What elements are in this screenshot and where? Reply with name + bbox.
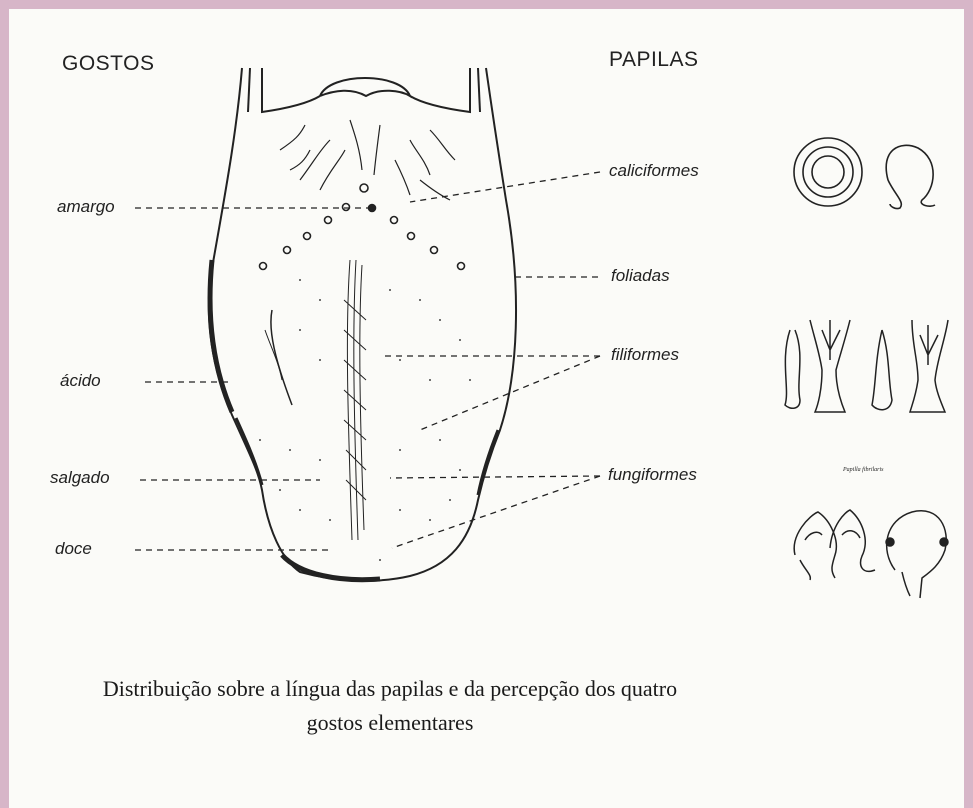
papilla-label-filiform: filiformes — [611, 345, 679, 365]
root-right — [478, 68, 480, 112]
caption-line-2: gostos elementares — [0, 706, 780, 740]
taste-leaders — [135, 208, 370, 550]
papilla-filiform-drawing — [785, 320, 948, 412]
papillae-leaders — [380, 172, 600, 548]
papilla-label-fungiform: fungiformes — [608, 465, 697, 485]
papillae-header: PAPILAS — [609, 48, 699, 72]
papilla-fungiform-drawing — [794, 510, 948, 598]
figure-caption: Distribuição sobre a língua das papilas … — [0, 672, 780, 740]
epiglottis-right — [410, 68, 470, 112]
tongue-outline — [209, 68, 516, 581]
tongue-dots — [259, 279, 471, 561]
caption-line-1: Distribuição sobre a língua das papilas … — [0, 672, 780, 706]
taste-label-sweet: doce — [55, 539, 92, 559]
epiglottis-left — [262, 68, 320, 112]
epiglottis — [320, 78, 410, 96]
papilla-tiny-caption: Papilla fibrilaris — [843, 467, 884, 473]
papilla-label-caliciform: caliciformes — [609, 161, 699, 181]
taste-label-salty: salgado — [50, 468, 110, 488]
root-left — [248, 68, 250, 112]
circumvallate-papillae — [260, 184, 465, 270]
taste-label-sour: ácido — [60, 371, 101, 391]
papilla-label-foliate: foliadas — [611, 266, 670, 286]
papilla-caliciform-drawing — [794, 138, 935, 209]
tastes-header: GOSTOS — [62, 52, 154, 76]
tongue-illustration — [209, 68, 516, 581]
taste-label-bitter: amargo — [57, 197, 115, 217]
